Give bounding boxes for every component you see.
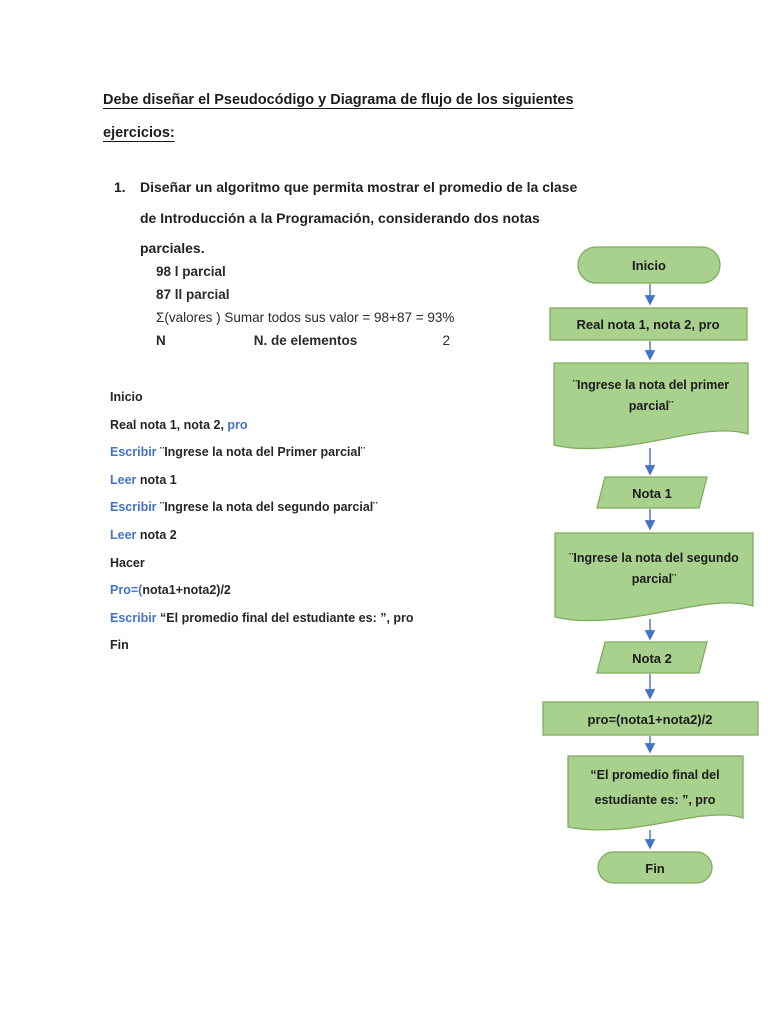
exercise-item: 1. Diseñar un algoritmo que permita most… [114,172,577,264]
pseudocode-segment: Pro=( [110,583,143,598]
pseudocode-line: Pro=(nota1+nota2)/2 [110,577,414,605]
note-first-partial: 98 l parcial [156,264,226,279]
pseudocode-line: Real nota 1, nota 2, pro [110,412,414,440]
flowchart-node-nota2 [596,641,708,674]
flowchart-node-nota1-label: Nota 1 [632,486,672,501]
pseudocode-segment: nota 2 [139,527,177,542]
pseudocode-segment: Real nota 1, nota 2, [110,417,228,432]
pseudocode-line: Inicio [110,384,414,412]
flowchart-node-declare [549,307,748,341]
note-second-partial: 87 ll parcial [156,287,230,302]
flowchart-node-calc [542,701,759,736]
flowchart-node-calc-label: pro=(nota1+nota2)/2 [588,712,713,727]
pseudocode-segment: Escribir [110,610,161,625]
flowchart-node-msg2-line1: ¨Ingrese la nota del segundo [569,551,739,565]
note-n-label: N. de elementos [253,333,358,348]
pseudocode-segment: Escribir [110,500,161,515]
flowchart-node-fin [597,851,713,884]
pseudocode-segment: Fin [110,638,129,653]
flowchart-node-msg2 [554,532,754,622]
pseudocode-line: Escribir ¨Ingrese la nota del segundo pa… [110,494,414,522]
flowchart-node-msg2-line2: parcial¨ [632,572,677,586]
note-n-symbol: N [156,333,166,348]
pseudocode-line: Leer nota 2 [110,522,414,550]
flowchart-node-msg3-line1: “El promedio final del [590,768,719,782]
exercise-text: Diseñar un algoritmo que permita mostrar… [140,172,577,264]
flowchart-node-fin-label: Fin [645,861,665,876]
flowchart-node-declare-label: Real nota 1, nota 2, pro [576,317,719,332]
pseudocode-segment: Leer [110,472,140,487]
pseudocode-line: Escribir ¨Ingrese la nota del Primer par… [110,439,414,467]
flowchart-node-msg1 [553,362,749,450]
exercise-text-line1: Diseñar un algoritmo que permita mostrar… [140,179,578,195]
pseudocode-segment: Hacer [110,555,145,570]
pseudocode-line: Escribir “El promedio final del estudian… [110,605,414,633]
pseudocode-segment: ¨Ingrese la nota del Primer parcial¨ [160,445,365,460]
note-sum-formula: Σ(valores ) Sumar todos sus valor = 98+8… [156,310,455,325]
page-title-line1: Debe diseñar el Pseudocódigo y Diagrama … [103,92,574,108]
page-title: Debe diseñar el Pseudocódigo y Diagrama … [103,84,574,150]
flowchart-node-nota2-label: Nota 2 [632,651,672,666]
flowchart-node-nota1 [596,476,708,509]
flowchart-node-msg3-line2: estudiante es: ”, pro [595,793,716,807]
note-n-row: N N. de elementos 2 [156,329,454,352]
flowchart-node-inicio-label: Inicio [632,258,666,273]
pseudocode-line: Hacer [110,550,414,578]
note-n-value: 2 [442,333,451,348]
pseudocode-segment: Inicio [110,390,143,404]
pseudocode-line: Leer nota 1 [110,467,414,495]
pseudocode-segment: Leer [110,527,140,542]
exercise-text-line3: parciales. [140,240,205,256]
flowchart-node-msg1-line1: ¨Ingrese la nota del primer [573,378,729,392]
flowchart: Inicio Real nota 1, nota 2, pro ¨Ingrese… [542,246,759,884]
pseudocode-segment: ¨Ingrese la nota del segundo parcial¨ [160,500,378,515]
flowchart-node-inicio [577,246,721,284]
flowchart-node-msg1-line2: parcial¨ [629,399,674,413]
pseudocode-segment: “El promedio final del estudiante es: ”,… [160,610,414,625]
page-title-line2: ejercicios: [103,125,175,141]
exercise-text-line2: de Introducción a la Programación, consi… [140,209,540,226]
pseudocode-line: Fin [110,632,414,660]
flowchart-node-msg3 [567,755,744,831]
pseudocode-segment: nota 1 [139,472,177,487]
pseudocode-segment: pro [227,417,248,432]
pseudocode-segment: Escribir [110,445,161,460]
exercise-number: 1. [114,179,126,195]
calculation-notes: 98 l parcial 87 ll parcial Σ(valores ) S… [156,260,454,352]
pseudocode-segment: nota1+nota2)/2 [142,583,231,598]
